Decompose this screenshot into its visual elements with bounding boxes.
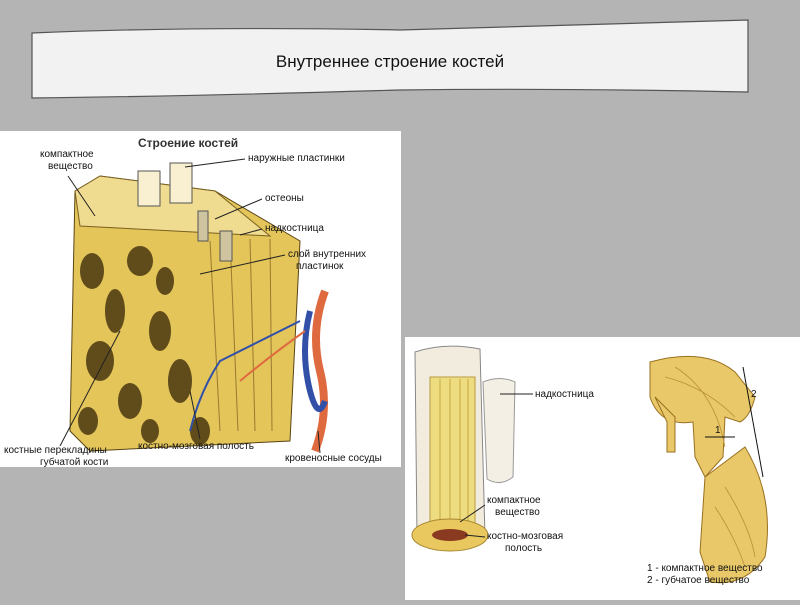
label-trabeculae-2: губчатой кости: [40, 456, 108, 467]
label-compact-2b: вещество: [495, 507, 540, 518]
label-marrow-2a: костно-мозговая: [487, 531, 563, 542]
femur-section-illustration: [649, 355, 768, 584]
legend-spongy: 2 - губчатое вещество: [647, 574, 750, 586]
diagram1-heading: Строение костей: [138, 136, 238, 150]
title-banner: [31, 19, 749, 99]
svg-text:слой внутренних пластинок: слой внутренних пластинок: [288, 249, 369, 272]
label-periosteum-2: надкостница: [535, 389, 594, 400]
label-marrow-2b: полость: [505, 543, 542, 554]
label-inner-2: пластинок: [296, 261, 344, 272]
label-periosteum: надкостница: [265, 223, 324, 234]
label-compact-1: компактное: [40, 149, 94, 160]
bone-structure-diagram: Строение костей: [0, 131, 401, 468]
long-bone-illustration: [411, 345, 516, 552]
label-marrow-cavity: костно-мозговая полость: [138, 441, 254, 452]
label-inner-1: слой внутренних: [288, 249, 366, 260]
label-trabeculae-1: костные перекладины: [4, 445, 107, 456]
vein: [302, 310, 328, 412]
bone-block-illustration: [69, 162, 301, 452]
label-num-2: 2: [751, 389, 757, 400]
label-blood-vessels: кровеносные сосуды: [285, 453, 382, 464]
label-outer-plates: наружные пластинки: [248, 153, 345, 164]
bone-section-diagram: надкостница компактное вещество костно-м…: [405, 337, 800, 600]
svg-text:костные перекладины губчат: костные перекладины губчатой кости: [4, 445, 110, 467]
page-title: Внутреннее строение костей: [275, 52, 505, 71]
svg-text:компактное вещество: компактное вещество: [487, 495, 543, 518]
artery: [311, 289, 329, 453]
label-osteons: остеоны: [265, 193, 304, 204]
svg-text:компактное вещество: компактное вещество: [40, 149, 96, 172]
svg-text:костно-мозговая полость: костно-мозговая полость: [487, 531, 566, 554]
legend-compact: 1 - компактное вещество: [647, 563, 763, 574]
label-compact-2: вещество: [48, 161, 93, 172]
label-compact-2a: компактное: [487, 495, 541, 506]
label-num-1: 1: [715, 425, 721, 436]
